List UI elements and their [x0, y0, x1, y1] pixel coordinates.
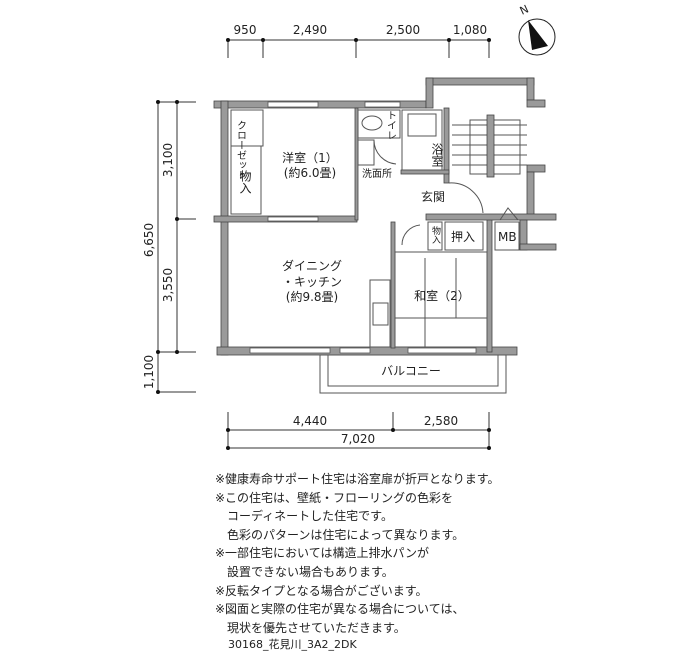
western-room-size: (約6.0畳)	[284, 165, 336, 180]
storage-label: 物入	[238, 170, 252, 194]
entrance-label: 玄関	[421, 189, 445, 204]
dim-left-3: 1,100	[142, 355, 156, 389]
western-room-label: 洋室（1）	[282, 150, 338, 165]
north-compass: N	[518, 2, 556, 56]
mb-label: MB	[498, 230, 517, 244]
note-line: ※図面と実際の住宅が異なる場合については、	[215, 602, 465, 617]
note-line: ※この住宅は、壁紙・フローリングの色彩を	[215, 490, 454, 505]
dk-size: (約9.8畳)	[286, 289, 338, 304]
dim-left-1: 3,100	[161, 143, 175, 177]
note-line: 現状を優先させていただきます。	[215, 620, 406, 635]
dim-top-4: 1,080	[453, 23, 487, 37]
dim-top-2: 2,490	[293, 23, 327, 37]
dim-top-1: 950	[234, 23, 257, 37]
note-line: コーディネートした住宅です。	[215, 509, 393, 524]
storage2-label: 物入	[430, 225, 441, 244]
dim-bottom-total: 7,020	[341, 432, 375, 446]
closet-label: クローゼット	[235, 120, 247, 180]
left-dimensions: 6,650 3,100 3,550 1,100	[142, 100, 196, 394]
compass-n: N	[518, 2, 531, 17]
japanese-room-label: 和室（2）	[414, 288, 470, 303]
windows	[249, 101, 477, 354]
bath-label: 浴室	[430, 143, 444, 167]
dim-left-2: 3,550	[161, 268, 175, 302]
oshiire-label: 押入	[451, 230, 475, 244]
dim-top-3: 2,500	[386, 23, 420, 37]
note-line: 設置できない場合もあります。	[215, 564, 394, 579]
note-line: ※健康寿命サポート住宅は浴室扉が折戸となります。	[215, 472, 500, 486]
washroom-label: 洗面所	[362, 168, 392, 180]
dim-left-total: 6,650	[142, 223, 156, 257]
dk-label-2: ・キッチン	[282, 275, 342, 289]
room-labels: クローゼット 物入 洋室（1） (約6.0畳) トイレ 浴室 洗面所 玄関 物入…	[235, 110, 517, 378]
top-dimensions: 950 2,490 2,500 1,080	[226, 23, 491, 58]
dim-bottom-2: 2,580	[424, 414, 458, 428]
bottom-dimensions: 4,440 2,580 7,020	[226, 412, 491, 450]
fixtures	[230, 109, 527, 394]
plan-id: 30168_花見川_3A2_2DK	[228, 638, 357, 651]
dk-label-1: ダイニング	[282, 258, 342, 273]
note-line: ※反転タイプとなる場合がございます。	[215, 583, 428, 598]
balcony-label: バルコニー	[381, 364, 441, 378]
toilet-label: トイレ	[385, 110, 397, 140]
note-line: ※一部住宅においては構造上排水パンが	[215, 546, 430, 561]
notes: ※健康寿命サポート住宅は浴室扉が折戸となります。 ※この住宅は、壁紙・フローリン…	[215, 470, 500, 637]
note-line: 色彩のパターンは住宅によって異なります。	[215, 527, 465, 542]
dim-bottom-1: 4,440	[293, 414, 327, 428]
